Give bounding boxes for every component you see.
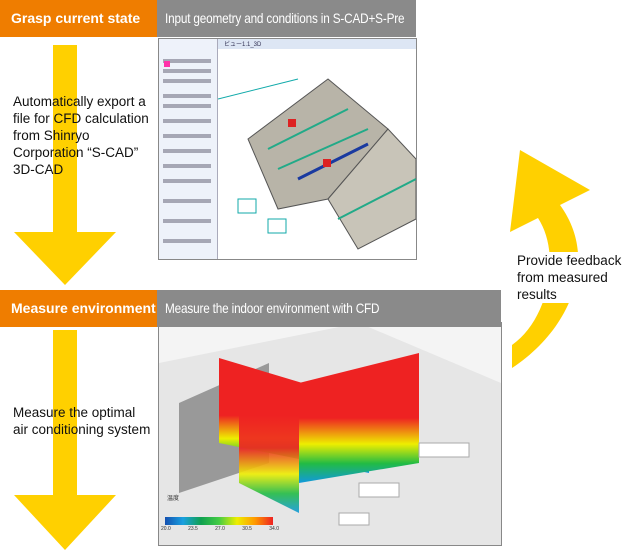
cfd-model: [159, 323, 501, 545]
colorbar-tick: 20.0: [161, 526, 171, 532]
down-arrow-2-icon: [14, 330, 116, 550]
step2-description: Measure the optimal air conditioning sys…: [13, 405, 151, 437]
down-arrow-1-icon: [14, 45, 116, 285]
cad-3d-model: [218, 78, 416, 250]
colorbar-ticks: 20.0 23.5 27.0 30.5 34.0: [161, 526, 279, 532]
step1-title-bar: Input geometry and conditions in S-CAD+S…: [157, 0, 416, 37]
colorbar-tick: 34.0: [269, 526, 279, 532]
colorbar-tick: 23.5: [188, 526, 198, 532]
step2-label: Measure environment: [0, 290, 157, 327]
legend-title: 温度: [167, 496, 180, 502]
temperature-colorbar: [165, 517, 273, 525]
colorbar-tick: 27.0: [215, 526, 225, 532]
colorbar-tick: 30.5: [242, 526, 252, 532]
step2-title-bar: Measure the indoor environment with CFD: [157, 290, 501, 327]
step1-label: Grasp current state: [0, 0, 157, 37]
step1-description: Automatically export a file for CFD calc…: [13, 94, 149, 177]
cad-screenshot: ビュー1.1_3D: [158, 38, 417, 260]
feedback-label: Provide feedback from measured results: [517, 252, 632, 303]
step1-title: Input geometry and conditions in S-CAD+S…: [165, 10, 405, 26]
cfd-screenshot: 温度 20.0 23.5 27.0 30.5 34.0: [158, 322, 502, 546]
step2-title: Measure the indoor environment with CFD: [165, 300, 380, 316]
cad-view-tab[interactable]: ビュー1.1_3D: [218, 39, 416, 49]
cad-toolbox-panel: [159, 39, 218, 259]
